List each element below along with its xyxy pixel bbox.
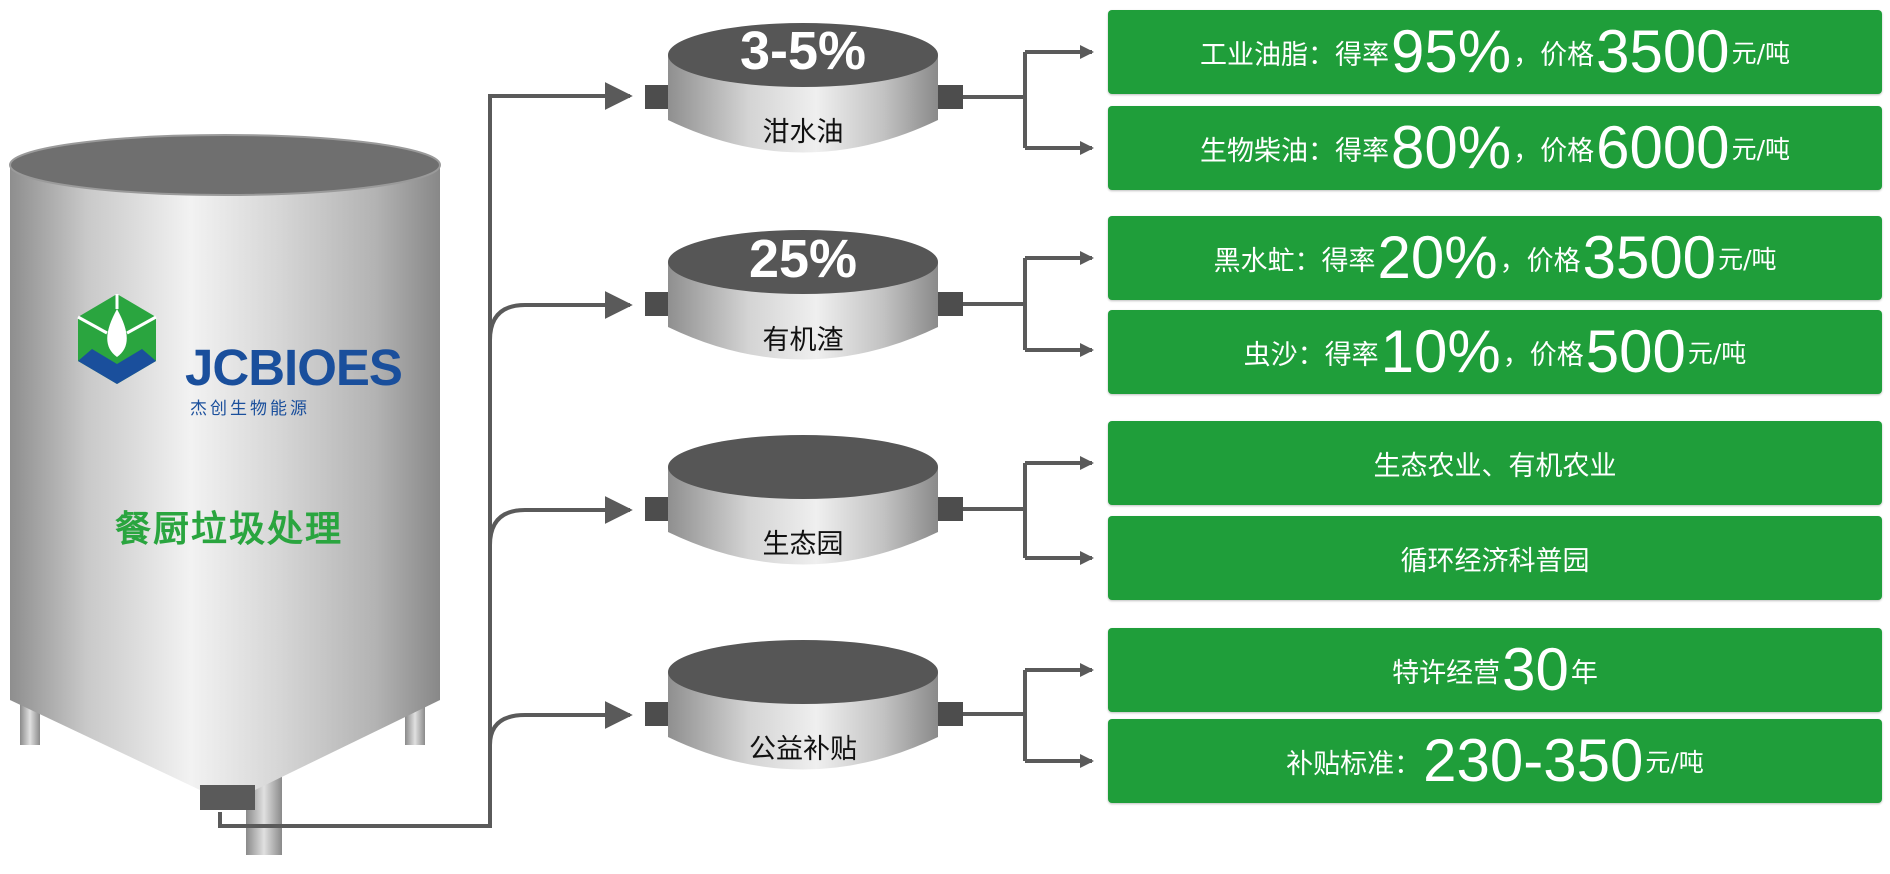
disc-name: 生态园 xyxy=(762,529,844,560)
product-label: 循环经济科普园 xyxy=(1400,545,1590,577)
product-price-label: ，价格 xyxy=(1513,135,1595,167)
pipe-to-stream-2 xyxy=(488,291,633,341)
disc-name: 有机渣 xyxy=(762,325,844,356)
product-label: 虫沙：得率 xyxy=(1243,339,1379,371)
brand-name-cn: 杰创生物能源 xyxy=(190,399,310,419)
product-box: 生态农业、有机农业 xyxy=(1108,421,1882,505)
disc-percent: 3-5% xyxy=(739,21,867,81)
tank-outlet xyxy=(200,785,255,810)
pipe-to-stream-1 xyxy=(218,82,633,828)
product-price-label: ，价格 xyxy=(1502,339,1584,371)
logo-mark-icon xyxy=(77,294,157,384)
product-box: 黑水虻：得率 20% ，价格 3500 元/吨 xyxy=(1108,216,1882,300)
disc-stream-3 xyxy=(645,435,963,565)
product-price: 500 xyxy=(1585,318,1686,385)
product-unit: 元/吨 xyxy=(1645,748,1704,777)
product-value: 30 xyxy=(1502,636,1569,703)
product-label: 生态农业、有机农业 xyxy=(1373,450,1617,482)
tank xyxy=(9,134,441,855)
product-price: 3500 xyxy=(1596,18,1730,85)
product-rate: 20% xyxy=(1377,224,1498,291)
pipes xyxy=(218,82,633,828)
product-value: 230-350 xyxy=(1423,727,1644,794)
disc-name: 公益补贴 xyxy=(749,734,857,765)
product-price: 6000 xyxy=(1596,114,1730,181)
product-unit: 元/吨 xyxy=(1687,339,1747,368)
product-box: 循环经济科普园 xyxy=(1108,516,1882,600)
product-box: 工业油脂：得率 95% ，价格 3500 元/吨 xyxy=(1108,10,1882,94)
product-unit: 元/吨 xyxy=(1718,245,1777,274)
product-box: 补贴标准： 230-350 元/吨 xyxy=(1108,719,1882,803)
product-label: 生物柴油：得率 xyxy=(1199,135,1389,167)
product-label: 补贴标准： xyxy=(1286,748,1422,780)
product-box: 生物柴油：得率 80% ，价格 6000 元/吨 xyxy=(1108,106,1882,190)
product-unit: 年 xyxy=(1570,657,1598,689)
tank-body xyxy=(10,165,440,723)
product-rate: 80% xyxy=(1390,114,1512,181)
product-unit: 元/吨 xyxy=(1731,39,1790,68)
disc-name: 泔水油 xyxy=(762,117,844,148)
disc-stream-1 xyxy=(645,23,963,153)
pipe-to-stream-3 xyxy=(488,496,633,546)
product-price: 3500 xyxy=(1582,224,1717,291)
product-label: 工业油脂：得率 xyxy=(1199,39,1389,71)
brand-name: JCBIOES xyxy=(185,339,403,396)
product-rate: 10% xyxy=(1380,318,1501,385)
product-box: 特许经营 30 年 xyxy=(1108,628,1882,712)
product-label: 黑水虻：得率 xyxy=(1213,245,1376,277)
product-rate: 95% xyxy=(1390,18,1512,85)
pipe-to-stream-4 xyxy=(488,701,633,746)
disc-stream-2 xyxy=(645,230,963,360)
product-label: 特许经营 xyxy=(1392,657,1501,689)
tank-label: 餐厨垃圾处理 xyxy=(114,509,343,550)
product-price-label: ，价格 xyxy=(1513,39,1595,71)
tank-top xyxy=(10,135,440,195)
disc-stream-4 xyxy=(645,640,963,770)
product-price-label: ，价格 xyxy=(1499,245,1581,277)
disc-percent: 25% xyxy=(748,229,858,289)
product-box: 虫沙：得率 10% ，价格 500 元/吨 xyxy=(1108,310,1882,394)
product-unit: 元/吨 xyxy=(1731,135,1790,164)
tank-cone xyxy=(10,700,440,790)
branch-connectors xyxy=(963,45,1094,768)
